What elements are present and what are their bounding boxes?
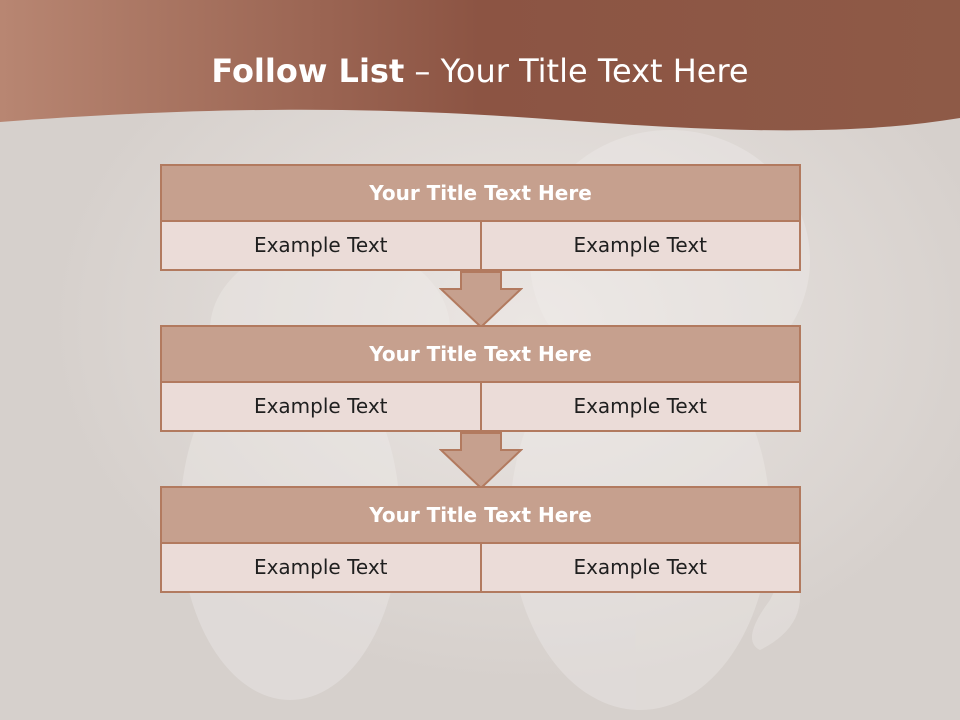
list-block-1: Your Title Text Here Example Text Exampl… xyxy=(160,164,801,271)
slide-title: Follow List – Your Title Text Here xyxy=(0,52,960,90)
block-cell-right: Example Text xyxy=(481,222,801,271)
block-cell-left: Example Text xyxy=(160,222,482,271)
list-block-3: Your Title Text Here Example Text Exampl… xyxy=(160,486,801,593)
list-block-2: Your Title Text Here Example Text Exampl… xyxy=(160,325,801,432)
block-title: Your Title Text Here xyxy=(160,486,801,544)
slide-title-bold: Follow List xyxy=(211,52,405,90)
block-row: Example Text Example Text xyxy=(160,383,801,432)
block-cell-left: Example Text xyxy=(160,383,482,432)
slide-title-rest: – Your Title Text Here xyxy=(414,52,749,90)
block-cell-right: Example Text xyxy=(481,544,801,593)
block-title: Your Title Text Here xyxy=(160,325,801,383)
down-arrow-icon xyxy=(439,271,523,329)
title-banner xyxy=(0,0,960,131)
block-cell-right: Example Text xyxy=(481,383,801,432)
block-cell-left: Example Text xyxy=(160,544,482,593)
down-arrow-icon xyxy=(439,432,523,490)
block-row: Example Text Example Text xyxy=(160,222,801,271)
block-title: Your Title Text Here xyxy=(160,164,801,222)
block-row: Example Text Example Text xyxy=(160,544,801,593)
